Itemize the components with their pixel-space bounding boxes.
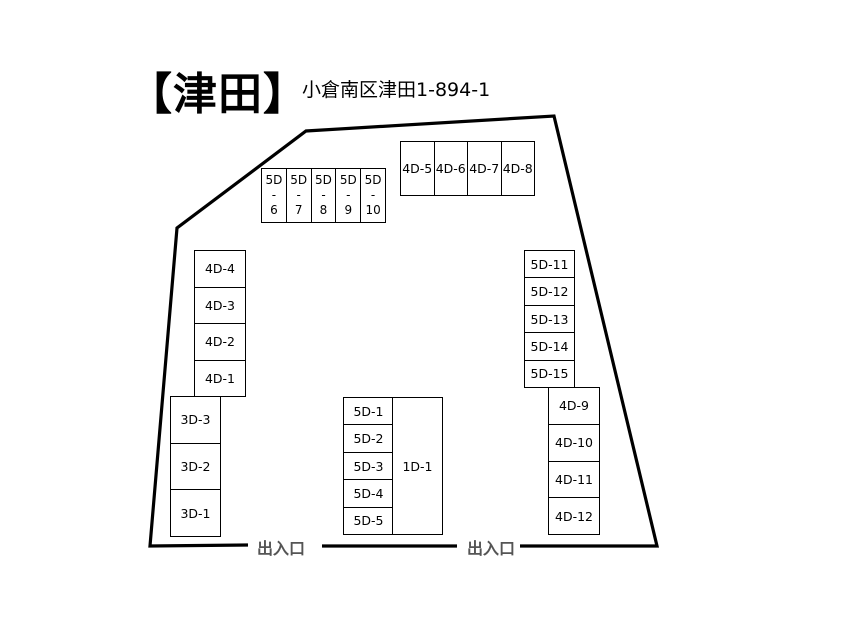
locker-5d-1[interactable]: 5D-1 (353, 403, 384, 419)
locker-5d-8[interactable]: 5D - 8 (310, 169, 336, 222)
locker-5d-13[interactable]: 5D-13 (525, 304, 574, 332)
locker-5d-7-dash: - (296, 188, 301, 202)
address-label: 小倉南区津田1-894-1 (302, 79, 491, 101)
locker-5d-10-prefix: 5D (364, 173, 382, 187)
block-1d-center: 1D-1 (392, 397, 443, 535)
locker-4d-5[interactable]: 4D-5 (402, 161, 433, 176)
locker-3d-2[interactable]: 3D-2 (171, 442, 220, 490)
locker-5d-8-prefix: 5D (315, 173, 332, 187)
locker-4d-7[interactable]: 4D-7 (467, 142, 501, 195)
locker-5d-10-number: 10 (365, 203, 381, 217)
block-4d-right: 4D-9 4D-10 4D-11 4D-12 (548, 387, 600, 535)
entrance-left-label: 出入口 (257, 539, 306, 558)
locker-4d-6[interactable]: 4D-6 (433, 142, 468, 195)
locker-5d-3[interactable]: 5D-3 (344, 451, 393, 479)
block-5d-top: 5D - 6 5D - 7 5D - 8 5D - 9 5D - 10 (261, 168, 386, 223)
locker-5d-15[interactable]: 5D-15 (525, 359, 574, 387)
locker-5d-11[interactable]: 5D-11 (530, 256, 569, 272)
block-5d-right: 5D-11 5D-12 5D-13 5D-14 5D-15 (524, 250, 575, 388)
locker-4d-3[interactable]: 4D-3 (195, 286, 245, 324)
locker-5d-6[interactable]: 5D - 6 (262, 169, 286, 222)
locker-5d-4[interactable]: 5D-4 (344, 479, 393, 506)
locker-5d-9[interactable]: 5D - 9 (335, 169, 360, 222)
locker-4d-1[interactable]: 4D-1 (195, 359, 245, 397)
locker-3d-1[interactable]: 3D-1 (171, 489, 220, 536)
locker-4d-9[interactable]: 4D-9 (558, 398, 590, 414)
block-4d-top: 4D-5 4D-6 4D-7 4D-8 (400, 141, 535, 196)
locker-5d-12[interactable]: 5D-12 (525, 277, 574, 304)
locker-3d-3[interactable]: 3D-3 (180, 412, 211, 428)
locker-5d-8-number: 8 (319, 203, 328, 217)
locker-5d-7[interactable]: 5D - 7 (285, 169, 311, 222)
locker-4d-12[interactable]: 4D-12 (549, 497, 599, 534)
block-4d-left: 4D-4 4D-3 4D-2 4D-1 (194, 250, 246, 397)
locker-5d-7-number: 7 (294, 203, 303, 217)
locker-4d-2[interactable]: 4D-2 (195, 323, 245, 360)
block-5d-center: 5D-1 5D-2 5D-3 5D-4 5D-5 (343, 397, 394, 535)
locker-1d-1[interactable]: 1D-1 (402, 458, 433, 474)
locker-5d-9-number: 9 (344, 203, 353, 217)
locker-5d-9-prefix: 5D (339, 173, 357, 187)
locker-5d-6-dash: - (271, 188, 277, 202)
locker-5d-5[interactable]: 5D-5 (344, 506, 393, 534)
locker-5d-6-prefix: 5D (265, 173, 283, 187)
locker-4d-10[interactable]: 4D-10 (549, 423, 599, 461)
locker-4d-11[interactable]: 4D-11 (549, 460, 599, 498)
locker-4d-8[interactable]: 4D-8 (500, 142, 535, 195)
locker-5d-14[interactable]: 5D-14 (525, 332, 574, 359)
locker-5d-7-prefix: 5D (290, 173, 308, 187)
entrance-right-label: 出入口 (467, 539, 516, 558)
block-3d-left: 3D-3 3D-2 3D-1 (170, 396, 221, 537)
locker-5d-8-dash: - (321, 188, 326, 202)
locker-5d-2[interactable]: 5D-2 (344, 424, 393, 451)
locker-5d-6-number: 6 (270, 203, 278, 217)
page-title: 【津田】 (128, 69, 308, 120)
locker-5d-10[interactable]: 5D - 10 (360, 169, 385, 222)
locker-5d-9-dash: - (346, 188, 351, 202)
locker-4d-4[interactable]: 4D-4 (204, 261, 236, 277)
locker-5d-10-dash: - (370, 188, 376, 202)
